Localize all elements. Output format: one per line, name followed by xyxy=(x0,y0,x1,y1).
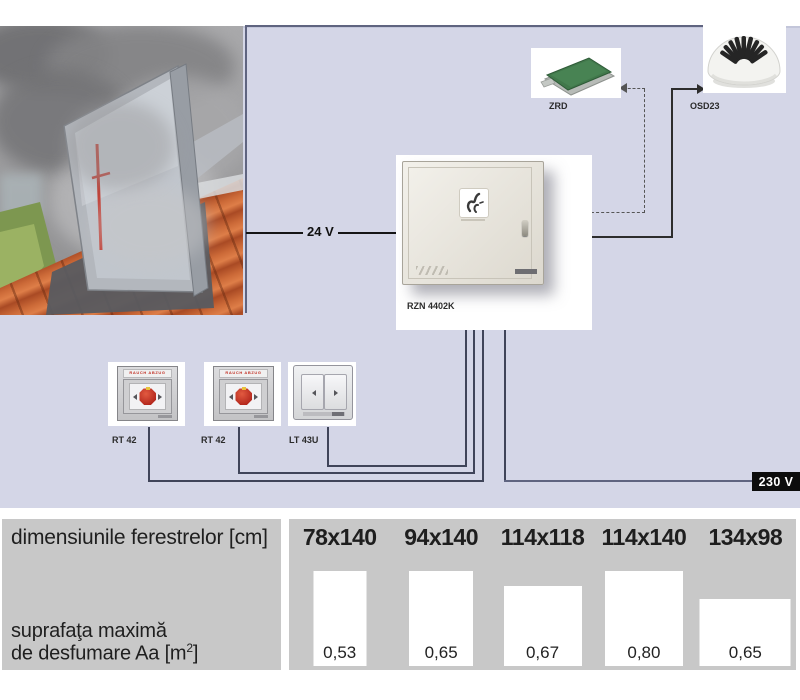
rt42-a-device-image: RAUCH ABZUG xyxy=(108,362,185,426)
smoke-detector-icon xyxy=(707,36,781,88)
rzn-panel-label: RZN 4402K xyxy=(407,301,455,311)
zrd-module-icon xyxy=(540,57,616,96)
wire-panel-1 xyxy=(465,283,467,467)
rzn-panel-image: RZN 4402K xyxy=(396,155,592,330)
wire-rt42a-run xyxy=(148,480,484,482)
panel-lock-icon xyxy=(522,220,528,236)
rt42-b-right-arrow-icon xyxy=(254,393,261,400)
lt43u-left-rocker xyxy=(301,374,324,410)
osd23-device-image xyxy=(703,23,786,93)
wire-lt43u-drop xyxy=(327,427,329,467)
window-dimensions-header: dimensiunile ferestrelor [cm] xyxy=(11,526,268,549)
window-proportion-box: 0,80 xyxy=(604,571,683,666)
wire-osd-horizontal xyxy=(527,236,673,238)
area-label-line1: suprafaţa maximă xyxy=(11,620,167,643)
wire-panel-2 xyxy=(473,283,475,474)
panel-vent-slots xyxy=(416,266,448,275)
rt42-b-led xyxy=(241,387,246,390)
window-proportion-box: 0,65 xyxy=(699,599,791,666)
voltage-230v-badge: 230 V xyxy=(752,472,800,491)
rt42-a-body: RAUCH ABZUG xyxy=(117,366,178,421)
window-proportion-box: 0,53 xyxy=(313,571,367,666)
smoke-area-value: 0,67 xyxy=(525,643,560,662)
rt42-a-alarm-button xyxy=(139,388,156,405)
lt43u-right-rocker xyxy=(324,374,347,410)
rt42-a-inner xyxy=(123,379,172,414)
lt43u-device-image xyxy=(288,362,356,426)
rt42-b-label: RT 42 xyxy=(201,435,226,445)
smoke-area-value: 0,65 xyxy=(728,643,762,662)
lt43u-left-arrow-icon xyxy=(309,390,316,396)
window-size-header: 114x118 xyxy=(500,524,585,550)
window-proportion-box: 0,65 xyxy=(409,571,474,666)
wire-230v-run xyxy=(504,480,754,482)
zrd-arrowhead-icon xyxy=(614,83,627,93)
rt42-a-right-arrow-icon xyxy=(158,393,165,400)
rt42-b-alarm-button xyxy=(235,388,252,405)
rt42-a-left-arrow-icon xyxy=(130,393,137,400)
max-smoke-area-label: suprafaţa maximă de desfumare Aa [m2] xyxy=(11,620,199,665)
table-values-cell: 78x140 0,53 94x140 0,65 114x118 0,67 114… xyxy=(289,519,796,670)
rt42-b-brand-bar xyxy=(254,415,268,418)
window-proportion-box: 0,67 xyxy=(503,586,582,666)
window-size-header: 94x140 xyxy=(404,524,478,550)
rt42-b-band-text: RAUCH ABZUG xyxy=(219,369,268,378)
osd23-label: OSD23 xyxy=(690,101,720,111)
rt42-a-band-text: RAUCH ABZUG xyxy=(123,369,172,378)
lt43u-brand-bar xyxy=(332,412,344,416)
window-column-134x98: 134x98 0,65 xyxy=(695,519,796,670)
wire-osd-top xyxy=(671,88,699,90)
rt42-a-brand-bar xyxy=(158,415,172,418)
smoke-area-value: 0,80 xyxy=(627,643,661,662)
wire-window-drop xyxy=(245,25,247,313)
rt42-a-led xyxy=(145,387,150,390)
rt42-b-device-image: RAUCH ABZUG xyxy=(204,362,281,426)
window-column-94x140: 94x140 0,65 xyxy=(390,519,491,670)
window-size-header: 78x140 xyxy=(302,524,377,550)
panel-type-tag xyxy=(515,269,537,274)
smoke-area-value: 0,53 xyxy=(323,643,357,662)
lt43u-label-strip xyxy=(303,412,345,416)
lt43u-label: LT 43U xyxy=(289,435,319,445)
rt42-b-body: RAUCH ABZUG xyxy=(213,366,274,421)
smoke-logo-icon xyxy=(459,188,489,218)
rt42-b-inner xyxy=(219,379,268,414)
wire-rt42b-drop xyxy=(238,427,240,474)
wire-osd-vertical xyxy=(671,89,673,238)
logo-caption-bar xyxy=(461,219,485,221)
rzn-panel-door xyxy=(408,167,532,279)
roof-window-smoke-photo xyxy=(0,26,243,315)
lt43u-right-arrow-icon xyxy=(334,390,341,396)
wire-panel-3 xyxy=(482,283,484,482)
zrd-device-image xyxy=(531,48,621,98)
wire-zrd-dashed-horizontal xyxy=(545,212,645,213)
wire-rt42b-run xyxy=(238,472,475,474)
window-size-header: 114x140 xyxy=(601,524,687,550)
wire-top-bus xyxy=(245,25,705,27)
table-label-cell: dimensiunile ferestrelor [cm] suprafaţa … xyxy=(2,519,281,670)
wire-rt42a-drop xyxy=(148,427,150,482)
wire-zrd-dashed-top xyxy=(623,88,645,89)
rt42-b-left-arrow-icon xyxy=(226,393,233,400)
lt43u-body xyxy=(293,365,353,420)
rt42-a-label: RT 42 xyxy=(112,435,137,445)
window-column-114x140: 114x140 0,80 xyxy=(593,519,694,670)
window-column-78x140: 78x140 0,53 xyxy=(289,519,390,670)
zrd-label: ZRD xyxy=(549,101,568,111)
detector-vent-slots xyxy=(720,36,768,64)
window-size-header: 134x98 xyxy=(708,524,783,550)
wire-zrd-dashed-vertical xyxy=(644,89,645,213)
wire-lt43u-run xyxy=(327,465,467,467)
area-label-line2: de desfumare Aa [m2] xyxy=(11,641,199,665)
window-column-114x118: 114x118 0,67 xyxy=(492,519,593,670)
osd-arrowhead-icon xyxy=(697,84,710,94)
wire-230v-drop xyxy=(504,283,506,482)
voltage-24v-label: 24 V xyxy=(303,224,338,239)
rzn-panel-body xyxy=(402,161,544,285)
smoke-area-value: 0,65 xyxy=(424,643,458,662)
